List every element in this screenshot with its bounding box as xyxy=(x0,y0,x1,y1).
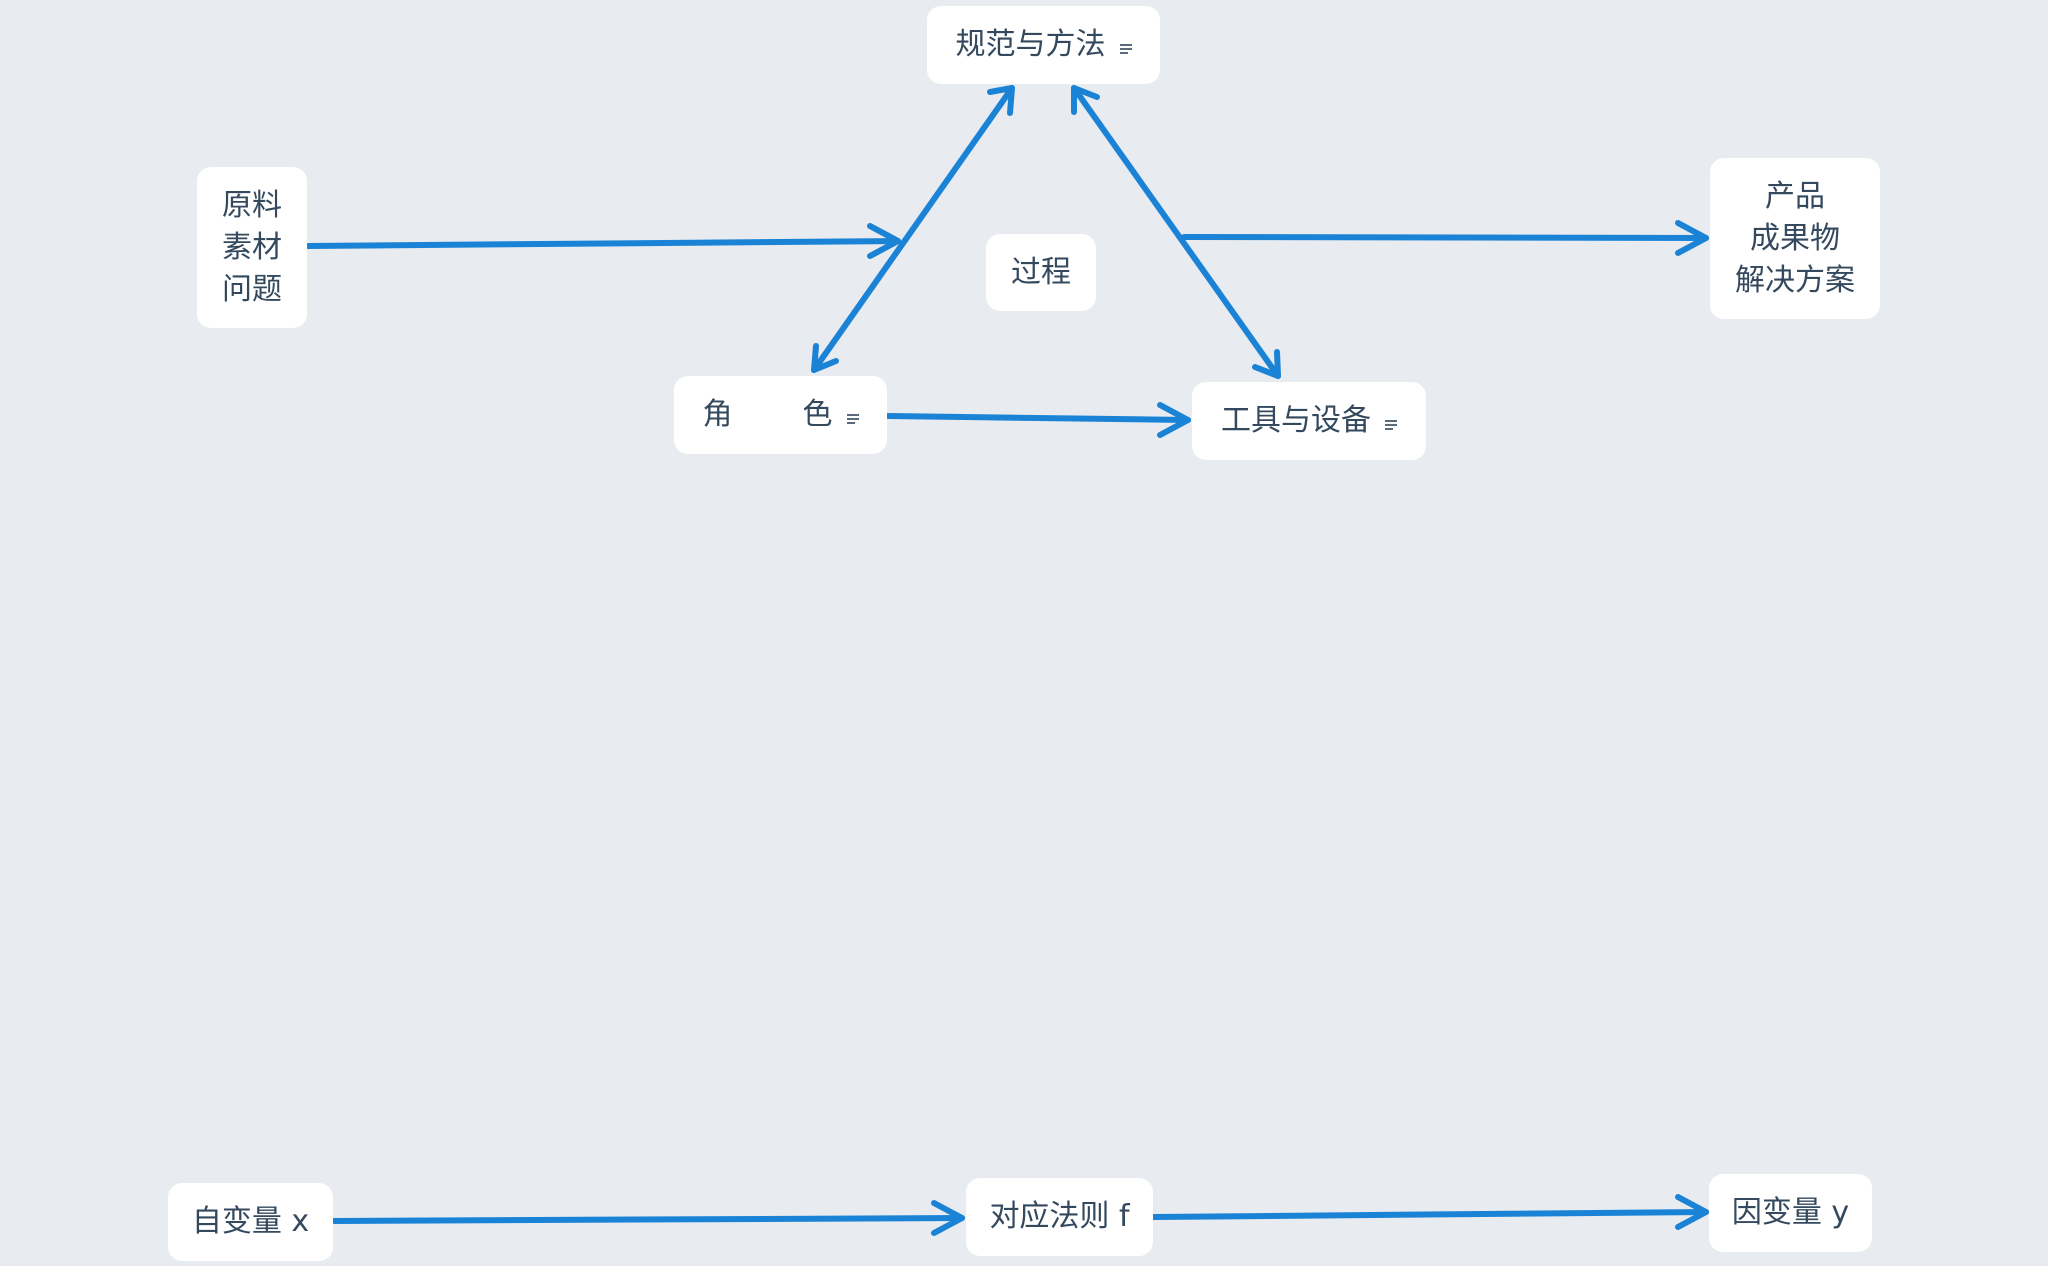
node-label: 因变量 y xyxy=(1731,1195,1850,1230)
node-label: 规范与方法 xyxy=(955,27,1106,62)
node-label-right: 色 xyxy=(802,397,833,432)
node-label-left: 角 xyxy=(702,397,733,432)
node-line: 问题 xyxy=(222,271,282,307)
node-standards-methods[interactable]: 规范与方法 xyxy=(927,6,1160,84)
node-tools[interactable]: 工具与设备 xyxy=(1192,382,1426,460)
node-label: 过程 xyxy=(1011,254,1071,290)
node-materials[interactable]: 原料 素材 问题 xyxy=(197,167,307,328)
node-products[interactable]: 产品 成果物 解决方案 xyxy=(1710,158,1880,319)
edge-standards-tools[interactable] xyxy=(1071,85,1281,379)
node-line: 产品 xyxy=(1765,178,1825,214)
node-correspondence-rule[interactable]: 对应法则 f xyxy=(966,1178,1153,1256)
node-independent-variable[interactable]: 自变量 x xyxy=(168,1183,333,1261)
node-label: 工具与设备 xyxy=(1221,403,1371,438)
edge-materials-to-process[interactable] xyxy=(305,223,901,259)
node-line: 原料 xyxy=(222,187,282,223)
node-line: 解决方案 xyxy=(1735,262,1855,298)
node-line: 素材 xyxy=(222,229,282,265)
edge-process-to-products[interactable] xyxy=(1181,220,1709,256)
edge-role-standards[interactable] xyxy=(811,85,1015,373)
edge-independent-to-rule[interactable] xyxy=(331,1200,965,1236)
node-line: 成果物 xyxy=(1750,220,1840,256)
node-dependent-variable[interactable]: 因变量 y xyxy=(1709,1174,1872,1252)
node-role[interactable]: 角 色 xyxy=(674,376,887,454)
note-icon[interactable] xyxy=(1385,420,1397,430)
edge-role-to-tools[interactable] xyxy=(885,402,1191,438)
node-label: 自变量 x xyxy=(191,1204,310,1239)
node-label-spread: 角 色 xyxy=(703,394,833,436)
node-process[interactable]: 过程 xyxy=(986,234,1096,311)
node-label: 对应法则 f xyxy=(989,1199,1130,1234)
edge-rule-to-dependent[interactable] xyxy=(1151,1194,1709,1230)
note-icon[interactable] xyxy=(846,414,859,424)
note-icon[interactable] xyxy=(1119,44,1132,54)
